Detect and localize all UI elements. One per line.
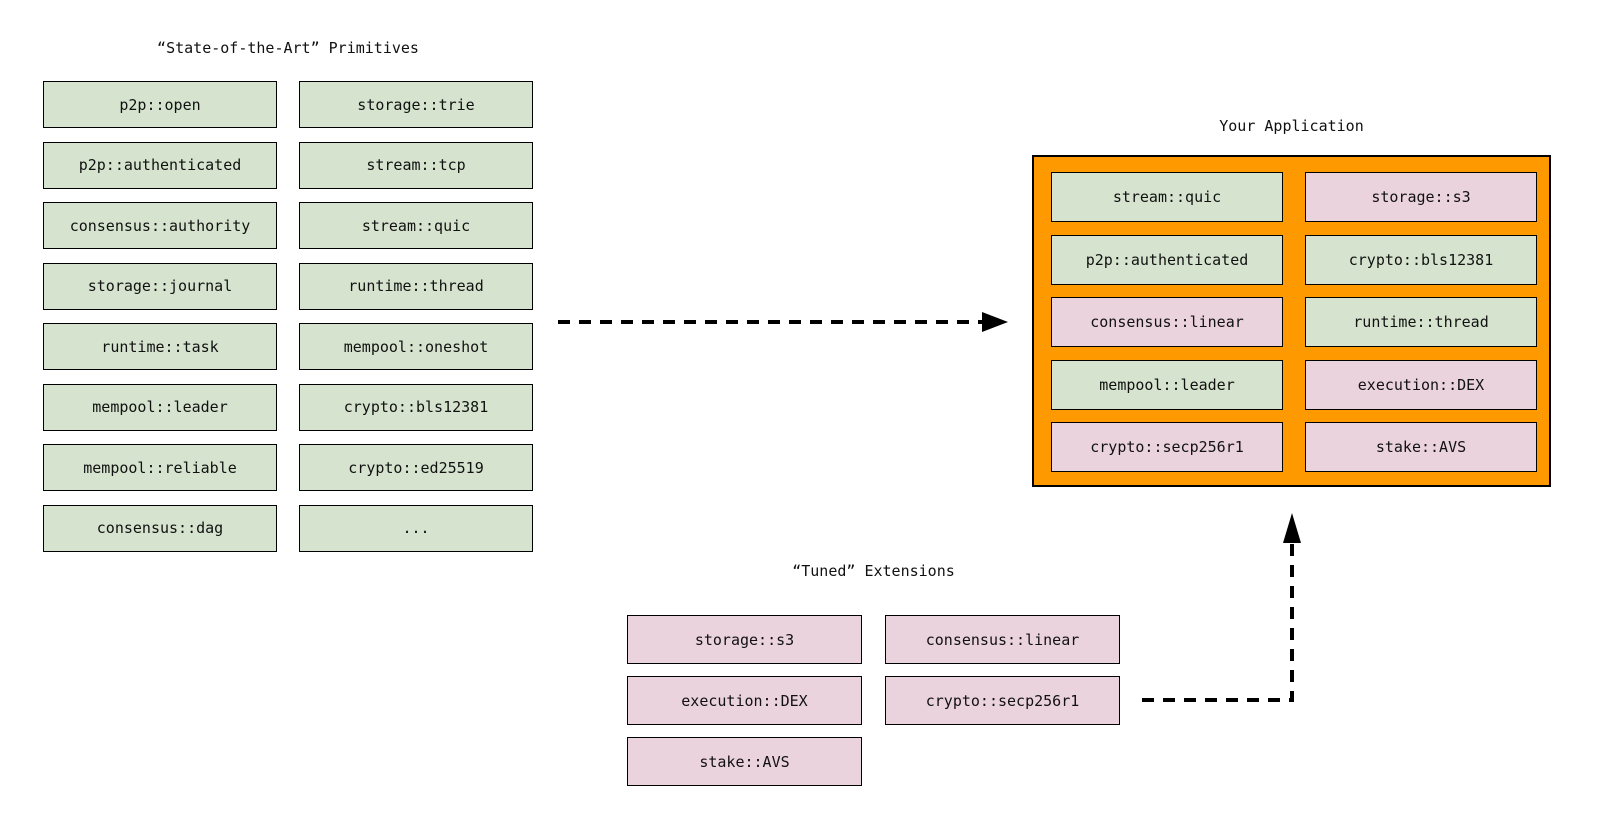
primitive-node-ellipsis: ... xyxy=(299,504,533,552)
primitive-node: runtime::thread xyxy=(299,262,533,310)
application-node: stake::AVS xyxy=(1305,422,1537,472)
primitives-grid: p2p::open p2p::authenticated consensus::… xyxy=(43,81,533,552)
application-node: p2p::authenticated xyxy=(1051,234,1283,285)
primitive-node: runtime::task xyxy=(43,323,277,370)
primitive-node: mempool::leader xyxy=(43,383,277,431)
extension-node: execution::DEX xyxy=(627,676,862,725)
arrowhead-right-icon xyxy=(982,312,1008,332)
extensions-grid: storage::s3 execution::DEX stake::AVS co… xyxy=(627,615,1120,786)
primitive-node: mempool::reliable xyxy=(43,444,277,491)
extensions-to-app-arrow xyxy=(1142,513,1301,702)
extension-node: consensus::linear xyxy=(885,615,1120,664)
application-node: mempool::leader xyxy=(1051,359,1283,410)
application-node: consensus::linear xyxy=(1051,297,1283,347)
application-node: runtime::thread xyxy=(1305,297,1537,347)
primitive-node: consensus::authority xyxy=(43,202,277,249)
primitive-node: storage::trie xyxy=(299,81,533,128)
application-node: execution::DEX xyxy=(1305,359,1537,410)
primitive-node: stream::quic xyxy=(299,202,533,249)
primitives-to-app-arrow xyxy=(558,312,1008,332)
extension-node: storage::s3 xyxy=(627,615,862,664)
extension-node: stake::AVS xyxy=(627,737,862,786)
application-node: crypto::bls12381 xyxy=(1305,234,1537,285)
application-container: stream::quic p2p::authenticated consensu… xyxy=(1032,155,1551,487)
application-title: Your Application xyxy=(1219,117,1364,135)
extension-node: crypto::secp256r1 xyxy=(885,676,1120,725)
primitive-node: mempool::oneshot xyxy=(299,323,533,370)
application-node: stream::quic xyxy=(1051,172,1283,222)
primitives-title: “State-of-the-Art” Primitives xyxy=(157,39,419,57)
primitive-node: storage::journal xyxy=(43,262,277,310)
primitive-node: consensus::dag xyxy=(43,504,277,552)
primitive-node: p2p::authenticated xyxy=(43,141,277,189)
application-node: crypto::secp256r1 xyxy=(1051,422,1283,472)
primitive-node: crypto::bls12381 xyxy=(299,383,533,431)
primitive-node: p2p::open xyxy=(43,81,277,128)
application-node: storage::s3 xyxy=(1305,172,1537,222)
arrowhead-up-icon xyxy=(1283,513,1301,543)
primitive-node: crypto::ed25519 xyxy=(299,444,533,491)
extensions-title: “Tuned” Extensions xyxy=(792,562,955,580)
primitive-node: stream::tcp xyxy=(299,141,533,189)
